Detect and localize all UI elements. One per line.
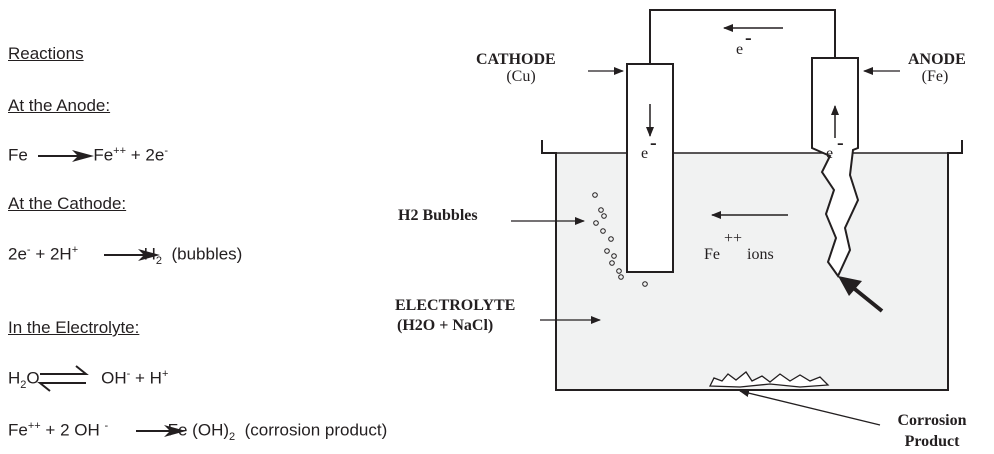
- product-eq-note: (corrosion product): [244, 420, 388, 440]
- cathode-eq-a: 2e: [8, 244, 27, 264]
- water-eq-lhs: H: [8, 368, 21, 388]
- water-eq-r1: OH: [101, 368, 127, 388]
- electrolyte-liquid: [556, 153, 948, 390]
- anode-heading: At the Anode:: [8, 96, 111, 115]
- h2-bubbles-label: H2 Bubbles: [398, 207, 478, 224]
- electrolyte-heading: In the Electrolyte:: [8, 318, 140, 337]
- product-eq-a: Fe: [8, 420, 28, 440]
- water-eq-lhs-sub: 2: [20, 379, 27, 392]
- anode-eq-rhs-sup: ++: [113, 145, 127, 157]
- product-eq-a-sup: ++: [27, 420, 41, 432]
- cathode-reaction-arrow: [104, 249, 160, 261]
- anode-metal-label: (Fe): [922, 68, 949, 85]
- anode-equation: Fe Fe++ + 2e-: [8, 145, 168, 166]
- anode-label: ANODE: [908, 51, 966, 68]
- reactions-title: Reactions: [8, 44, 84, 63]
- anode-electron-sup: -: [837, 132, 844, 154]
- electrolyte-container: [541, 140, 963, 391]
- anode-eq-lhs: Fe: [8, 145, 28, 165]
- water-eq-r1-sup: -: [126, 368, 131, 380]
- product-eq-rhs-sub: 2: [229, 431, 236, 444]
- cathode-eq-a-sup: -: [26, 244, 31, 256]
- product-equation: Fe++ + 2 OH - Fe (OH)2 (corrosion produc…: [8, 420, 387, 443]
- cathode-eq-rhs-sub: 2: [155, 255, 163, 268]
- h2-bubbles: [592, 192, 648, 287]
- cathode-label: CATHODE: [476, 51, 556, 68]
- cathode-eq-b: + 2H: [30, 244, 72, 264]
- ion-word: ions: [747, 246, 774, 263]
- water-equation: H2O OH- + H+: [8, 368, 168, 391]
- cathode-eq-b-sup: +: [71, 244, 79, 256]
- corrosion-site-pointer: [838, 276, 884, 313]
- wire-electron: e: [736, 41, 743, 58]
- cathode-electron: e: [641, 145, 648, 162]
- corrosion-label-line1: Corrosion: [897, 412, 966, 429]
- anode-eq-rhs: Fe: [93, 145, 114, 165]
- external-wire: [649, 9, 836, 64]
- ion-base: Fe: [704, 246, 720, 263]
- water-eq-r2-sup: +: [161, 368, 169, 380]
- anode-eq-tail-sup: -: [164, 145, 168, 157]
- cathode-heading: At the Cathode:: [8, 194, 127, 213]
- product-eq-rhs: Fe (OH): [167, 420, 230, 440]
- cathode-electrode: [626, 63, 674, 273]
- cathode-electron-sup: -: [650, 132, 657, 154]
- corrosion-label-line2: Product: [905, 433, 960, 450]
- equilibrium-arrows: [37, 365, 89, 392]
- anode-reaction-arrow: [38, 150, 94, 162]
- wire-electron-sup: -: [745, 27, 752, 49]
- product-eq-b-sup: -: [104, 420, 109, 432]
- electrolyte-formula: (H2O + NaCl): [397, 317, 493, 334]
- cathode-equation: 2e- + 2H+ H2 (bubbles): [8, 244, 242, 267]
- anode-electron: e: [826, 145, 833, 162]
- cathode-metal-label: (Cu): [506, 68, 535, 85]
- cathode-eq-note: (bubbles): [171, 244, 243, 264]
- product-eq-b: + 2 OH: [40, 420, 105, 440]
- electrolyte-label: ELECTROLYTE: [395, 297, 515, 314]
- ion-charge: ++: [724, 230, 742, 247]
- corrosion-label-arrow: [739, 389, 881, 426]
- corrosion-deposit: [708, 371, 830, 388]
- water-eq-r2: + H: [130, 368, 162, 388]
- water-eq-lhs-tail: O: [26, 368, 40, 388]
- product-reaction-arrow: [136, 425, 186, 437]
- anode-eq-tail: + 2e: [126, 145, 165, 165]
